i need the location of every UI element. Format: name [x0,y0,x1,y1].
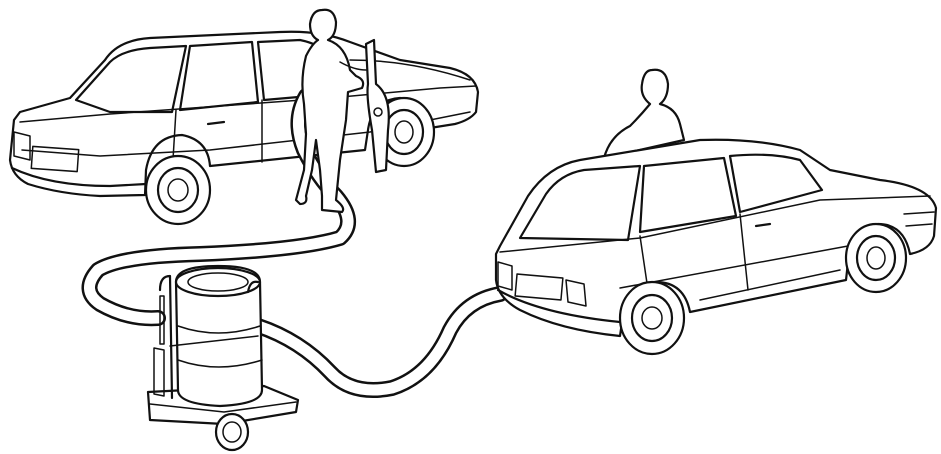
sedan-car [10,32,478,224]
sedan-rear-wheel [146,156,210,224]
hatchback-car [496,140,936,354]
truck-wheel [216,414,248,450]
drum-hand-truck [148,266,298,450]
hatchback-front-wheel [846,224,906,292]
hatchback-rear-wheel [620,282,684,354]
